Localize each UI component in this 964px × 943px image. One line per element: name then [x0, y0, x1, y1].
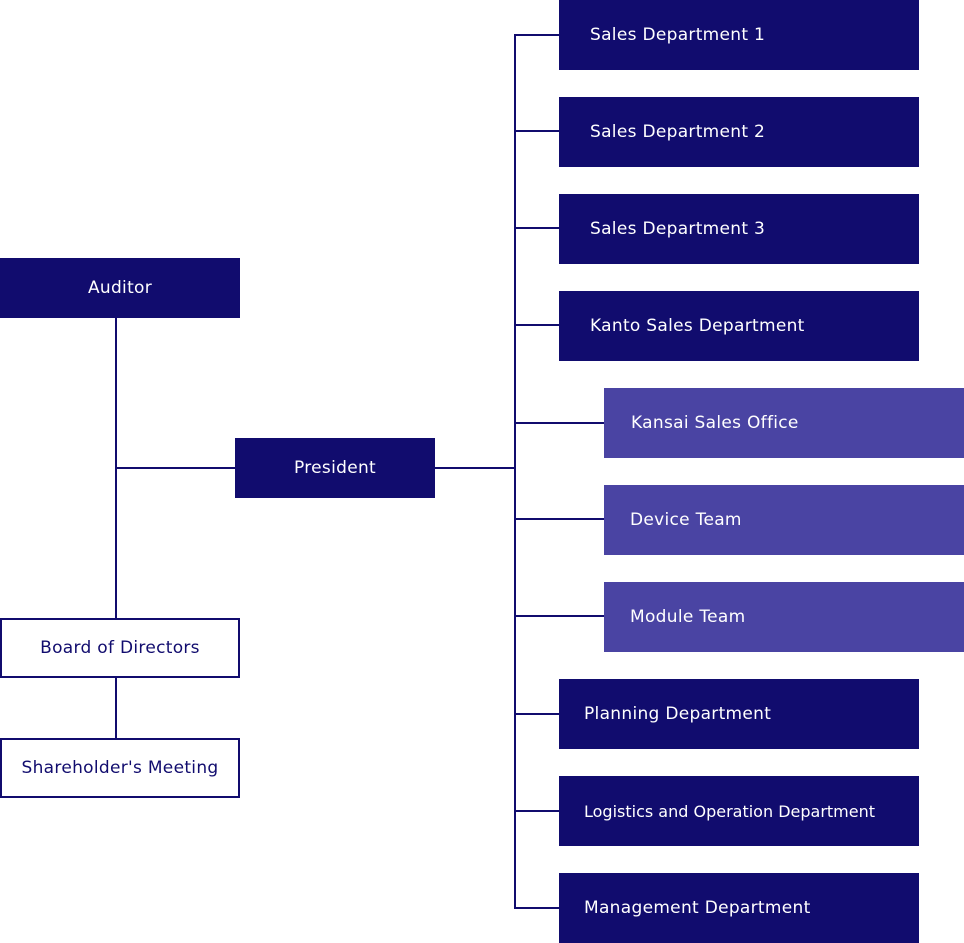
connector-branch: [514, 422, 604, 424]
department-label: Kansai Sales Office: [631, 413, 799, 433]
department-node: Sales Department 1: [559, 0, 919, 70]
department-node: Planning Department: [559, 679, 919, 749]
connector-branch: [514, 810, 559, 812]
connector-auditor-president: [115, 467, 235, 469]
connector-branch: [514, 130, 559, 132]
sub-department-node: Module Team: [604, 582, 964, 652]
sub-department-node: Device Team: [604, 485, 964, 555]
department-node: Sales Department 2: [559, 97, 919, 167]
connector-branch: [514, 518, 604, 520]
auditor-node: Auditor: [0, 258, 240, 318]
department-label: Logistics and Operation Department: [584, 801, 876, 821]
connector-president-trunk: [435, 467, 515, 469]
shareholders-label: Shareholder's Meeting: [21, 758, 219, 778]
department-label: Sales Department 1: [590, 25, 766, 45]
department-label: Planning Department: [584, 704, 772, 724]
president-node: President: [235, 438, 435, 498]
department-node: Management Department: [559, 873, 919, 943]
board-of-directors-node: Board of Directors: [0, 618, 240, 678]
connector-branch: [514, 34, 559, 36]
department-label: Management Department: [584, 898, 811, 918]
department-label: Module Team: [630, 607, 746, 627]
board-label: Board of Directors: [40, 638, 200, 658]
connector-branch: [514, 615, 604, 617]
auditor-label: Auditor: [87, 278, 153, 298]
department-node: Logistics and Operation Department: [559, 776, 919, 846]
shareholders-meeting-node: Shareholder's Meeting: [0, 738, 240, 798]
department-label: Device Team: [630, 510, 742, 530]
connector-board-shareholders: [115, 677, 117, 739]
department-node: Sales Department 3: [559, 194, 919, 264]
president-label: President: [294, 458, 376, 478]
department-label: Kanto Sales Department: [590, 316, 805, 336]
connector-branch: [514, 907, 559, 909]
connector-branch: [514, 713, 559, 715]
connector-branch: [514, 324, 559, 326]
connector-branch: [514, 227, 559, 229]
department-label: Sales Department 3: [590, 219, 766, 239]
department-node: Kanto Sales Department: [559, 291, 919, 361]
connector-department-trunk: [514, 34, 516, 909]
department-label: Sales Department 2: [590, 122, 766, 142]
sub-department-node: Kansai Sales Office: [604, 388, 964, 458]
